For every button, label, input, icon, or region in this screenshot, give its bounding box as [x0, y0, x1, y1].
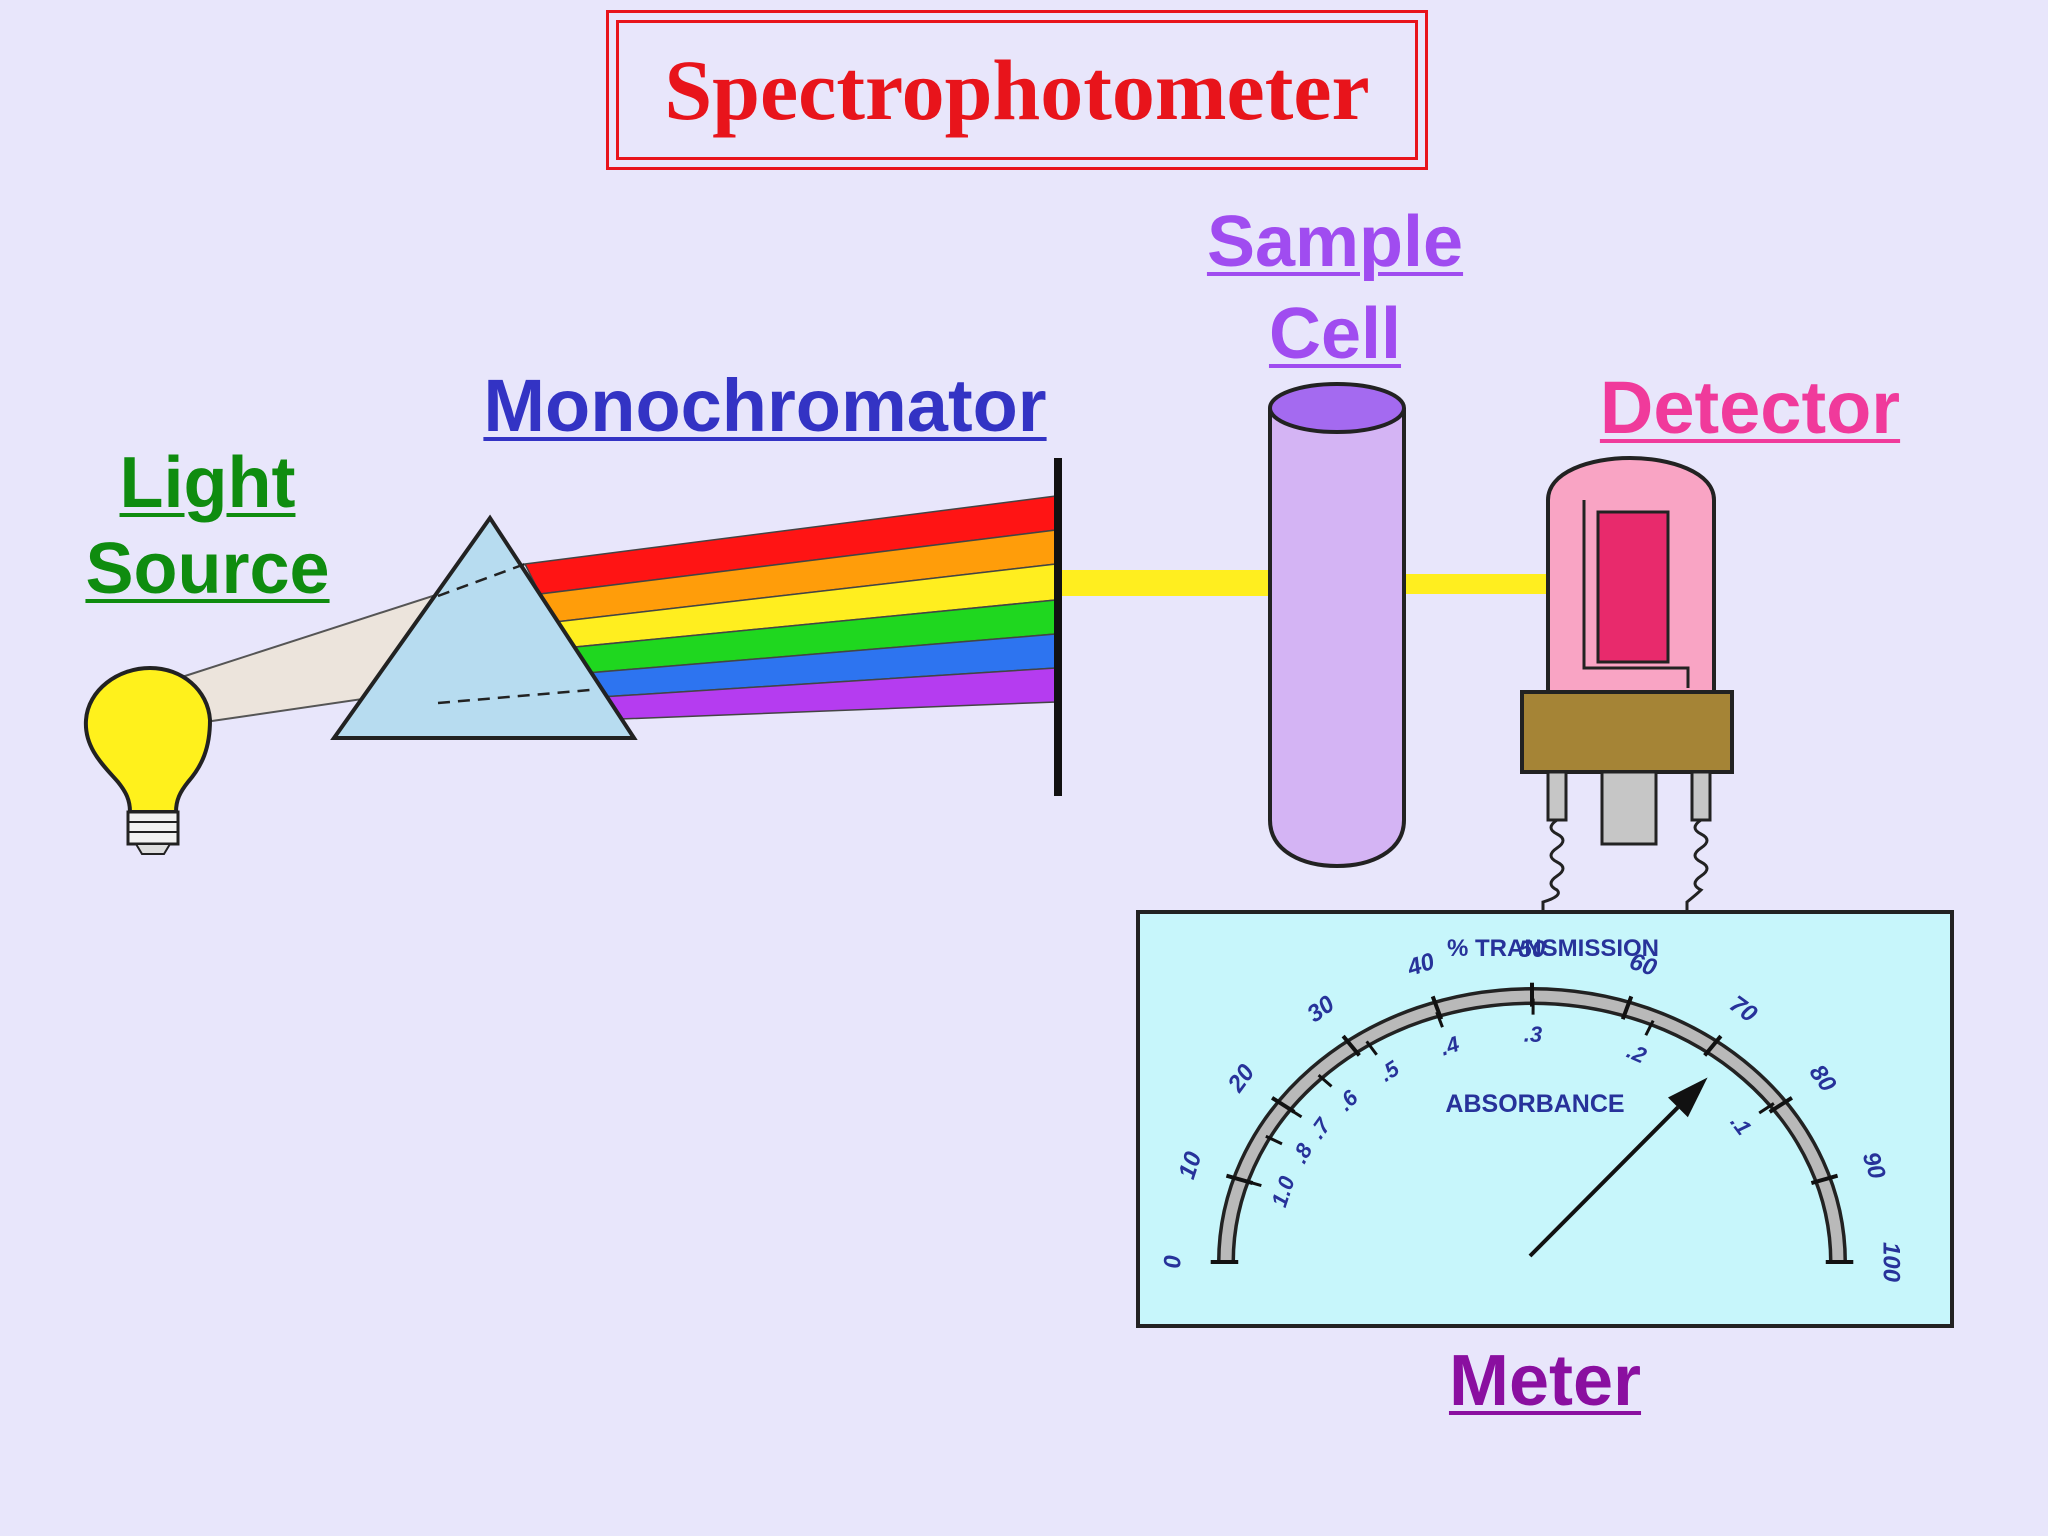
absorbance-title: ABSORBANCE [1445, 1090, 1624, 1118]
prism-internal-ray-top [437, 562, 526, 598]
detector-center-post [1600, 770, 1658, 846]
bulb-base [126, 810, 180, 846]
detector-pin-left [1546, 770, 1568, 822]
absorbance-tick [1317, 1073, 1333, 1088]
sample-cell-label: Sample Cell [1180, 196, 1490, 380]
detector-socket [1520, 690, 1734, 774]
sample-cell-label-line2: Cell [1268, 294, 1402, 375]
light-source-label-line2: Source [85, 529, 330, 610]
transmission-tick-label: 50 [1519, 936, 1546, 963]
transmission-tick [1768, 1096, 1794, 1114]
prism [330, 514, 638, 740]
meter-label: Meter [1448, 1341, 1642, 1421]
absorbance-tick-label: .3 [1524, 1022, 1542, 1047]
prism-internal-ray-bottom [437, 688, 591, 705]
detector-anode-wire [1582, 500, 1690, 688]
spectrum-bands [523, 495, 1057, 721]
transmission-title: % TRANSMISSION [1447, 935, 1659, 962]
absorbance-tick [1243, 1179, 1262, 1187]
sample-cell-label-line1: Sample [1206, 202, 1464, 282]
monochromatic-beam-2 [1404, 574, 1550, 594]
sample-cell-tube [1268, 382, 1406, 869]
transmission-tick [1341, 1034, 1361, 1057]
absorbance-tick [1265, 1134, 1283, 1146]
tube-body [1268, 408, 1406, 869]
transmission-tick-label: 100 [1878, 1242, 1905, 1283]
page-title: Spectrophotometer [664, 42, 1370, 138]
meter-needle [1528, 1077, 1708, 1258]
title-box: Spectrophotometer [606, 10, 1428, 170]
absorbance-tick [1644, 1019, 1655, 1036]
transmission-tick [1810, 1173, 1839, 1186]
light-source-label-line1: Light [119, 443, 296, 523]
light-bulb-icon [83, 665, 213, 855]
transmission-tick [1703, 1034, 1723, 1057]
absorbance-tick [1435, 1011, 1444, 1028]
absorbance-tick [1365, 1040, 1378, 1056]
title-box-inner-border [616, 20, 1418, 160]
prism-body [330, 514, 638, 740]
absorbance-tick [1758, 1102, 1775, 1115]
detector-pin-right [1690, 770, 1712, 822]
monochromator-label: Monochromator [483, 364, 1047, 447]
detector-label: Detector [1599, 366, 1901, 449]
light-source-label: Light Source [70, 440, 345, 613]
wire-coil-left [1541, 818, 1565, 912]
transmission-tick [1430, 995, 1444, 1020]
transmission-tick [1620, 995, 1634, 1020]
absorbance-tick [1285, 1106, 1303, 1119]
bulb-glass [83, 665, 213, 814]
wire-coil-right [1685, 818, 1709, 912]
needle-arrowhead [1667, 1077, 1708, 1118]
needle-shaft [1528, 1105, 1680, 1258]
monochromatic-beam-1 [1062, 570, 1272, 596]
tube-opening [1268, 382, 1406, 434]
detector-phototube [1520, 455, 1734, 912]
detector-cathode [1596, 510, 1670, 664]
transmission-tick-label: 0 [1159, 1255, 1186, 1269]
